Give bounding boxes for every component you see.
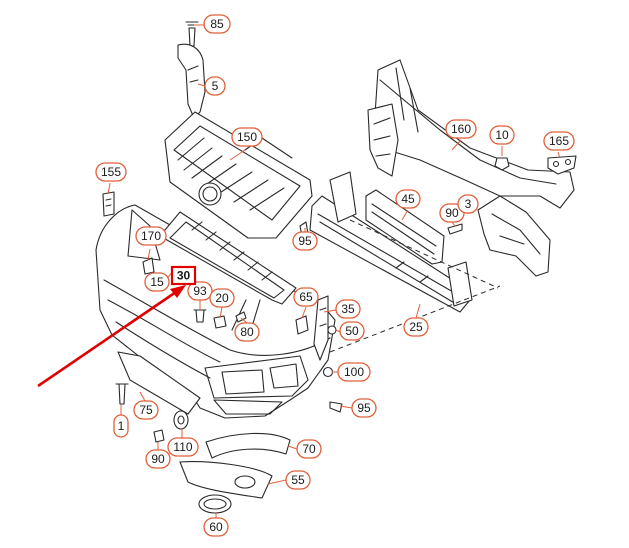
callout-3[interactable]: 3 — [457, 194, 479, 214]
callout-50[interactable]: 50 — [339, 321, 365, 341]
callout-75[interactable]: 75 — [133, 400, 159, 420]
spoiler-75-drawing — [117, 351, 201, 415]
screw-80-drawing — [235, 311, 247, 323]
callout-45[interactable]: 45 — [395, 189, 421, 209]
trim-70-drawing — [205, 432, 291, 459]
callout-70-label: 70 — [302, 442, 316, 456]
bracket-165-drawing — [547, 155, 577, 175]
callout-100[interactable]: 100 — [337, 362, 371, 382]
callout-170[interactable]: 170 — [135, 226, 167, 246]
callout-80-label: 80 — [240, 325, 254, 339]
callout-60-label: 60 — [209, 520, 223, 534]
washer-110-drawing — [173, 410, 189, 430]
callout-85-label: 85 — [210, 17, 224, 31]
callouts: 85 5 150 160 10 165 155 170 15 93 20 80 … — [95, 14, 575, 537]
callout-90-lower-label: 90 — [151, 452, 165, 466]
callout-170-label: 170 — [141, 229, 161, 243]
callout-15-label: 15 — [150, 275, 164, 289]
ring-60-drawing — [198, 494, 232, 514]
callout-65-label: 65 — [299, 290, 313, 304]
callout-95-lower[interactable]: 95 — [351, 398, 377, 418]
callout-1[interactable]: 1 — [113, 414, 129, 438]
screw-1-drawing — [115, 383, 129, 405]
callout-95-upper-label: 95 — [298, 234, 312, 248]
bracket-155-drawing — [102, 191, 115, 217]
callout-75-label: 75 — [139, 403, 153, 417]
callout-165-label: 165 — [549, 134, 569, 148]
callout-93[interactable]: 93 — [187, 281, 213, 301]
grille-insert-30-drawing — [159, 211, 297, 305]
callout-155-label: 155 — [101, 165, 121, 179]
callout-150-label: 150 — [237, 130, 257, 144]
screw-85-drawing — [185, 21, 199, 47]
callout-150[interactable]: 150 — [231, 127, 263, 147]
callout-3-label: 3 — [465, 197, 472, 211]
side-bracket-drawing — [477, 195, 551, 277]
assembly-dash-line-b — [349, 219, 499, 289]
fog-grille-55-drawing — [179, 461, 273, 499]
callout-20-label: 20 — [215, 291, 229, 305]
callout-110-label: 110 — [173, 440, 192, 454]
callout-160[interactable]: 160 — [445, 119, 477, 139]
callout-95-upper[interactable]: 95 — [292, 231, 318, 251]
callout-165[interactable]: 165 — [543, 131, 575, 151]
callout-155[interactable]: 155 — [95, 162, 127, 182]
callout-70[interactable]: 70 — [296, 439, 322, 459]
callout-93-label: 93 — [193, 284, 207, 298]
callout-45-label: 45 — [401, 192, 415, 206]
callout-5-label: 5 — [212, 79, 219, 93]
callout-5[interactable]: 5 — [204, 76, 226, 96]
callout-110[interactable]: 110 — [167, 437, 199, 457]
screw-95-lower-drawing — [329, 401, 343, 413]
callout-35-label: 35 — [341, 302, 355, 316]
callout-25-label: 25 — [409, 320, 423, 334]
callout-90-lower[interactable]: 90 — [145, 449, 171, 469]
callout-20[interactable]: 20 — [209, 288, 235, 308]
callout-10-label: 10 — [495, 128, 509, 142]
callout-95-lower-label: 95 — [357, 401, 371, 415]
clip-10-drawing — [494, 157, 510, 171]
callout-55-label: 55 — [291, 473, 305, 487]
callout-30-label: 30 — [177, 269, 191, 283]
callout-55[interactable]: 55 — [285, 470, 311, 490]
callout-30-highlighted[interactable]: 30 — [170, 265, 197, 286]
bracket-65-drawing — [295, 315, 309, 335]
callout-35[interactable]: 35 — [335, 299, 361, 319]
callout-1-label: 1 — [118, 419, 125, 433]
callout-80[interactable]: 80 — [234, 322, 260, 342]
callout-25[interactable]: 25 — [403, 317, 429, 337]
callout-90-upper-label: 90 — [445, 206, 459, 220]
callout-10[interactable]: 10 — [489, 125, 515, 145]
screw-90-upper-drawing — [447, 223, 463, 235]
callout-160-label: 160 — [451, 122, 471, 136]
callout-50-label: 50 — [345, 324, 359, 338]
callout-60[interactable]: 60 — [203, 517, 229, 537]
nut-50-drawing — [327, 325, 337, 335]
bracket-170-drawing — [142, 257, 155, 275]
callout-85[interactable]: 85 — [203, 14, 231, 34]
screw-90-lower-drawing — [153, 429, 165, 443]
pointer-arrow — [37, 285, 186, 388]
bracket-5-drawing — [177, 43, 206, 119]
callout-100-label: 100 — [344, 365, 364, 379]
cross-member-160-drawing — [367, 59, 575, 209]
callout-15[interactable]: 15 — [144, 272, 170, 292]
callout-65[interactable]: 65 — [293, 287, 319, 307]
impact-beam-25-drawing — [309, 171, 473, 313]
nut-100-drawing — [322, 366, 334, 378]
